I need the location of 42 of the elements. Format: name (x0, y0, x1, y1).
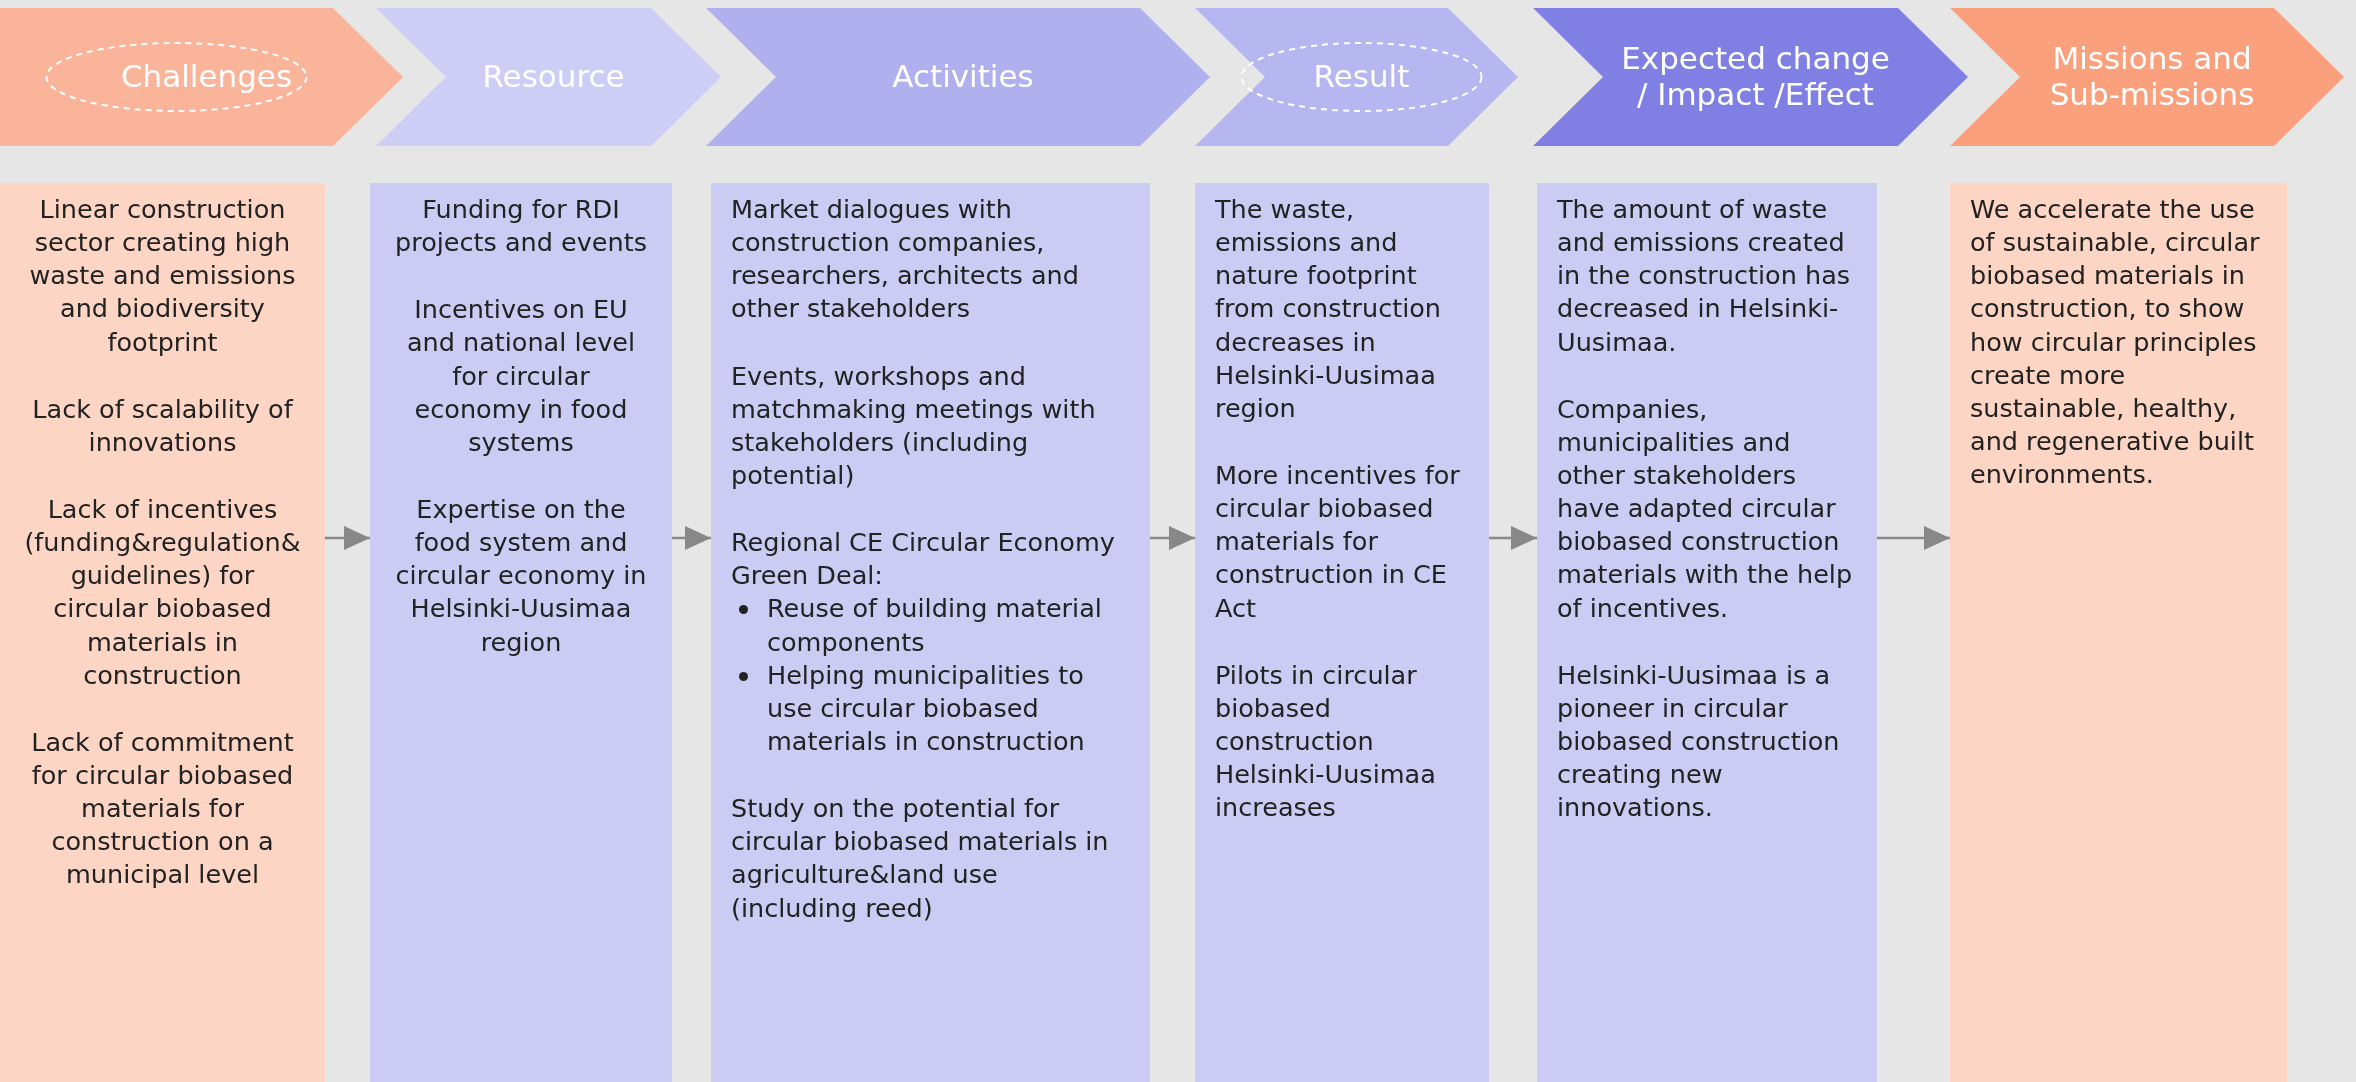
column-heading: Expected change / Impact /Effect (1620, 41, 1891, 113)
column-heading: Challenges (119, 59, 294, 95)
column-heading: Result (1312, 59, 1411, 95)
paragraph: Companies, municipalities and other stakeholders have adapted circular biobased construction materials with the help of incentives. (1557, 392, 1854, 625)
column-heading: Missions and Sub-missions (2048, 41, 2256, 113)
column-panel (1537, 183, 1877, 1082)
chevron-header (1533, 8, 1968, 146)
paragraph: Funding for RDI projects and events (394, 193, 648, 260)
paragraph: Linear construction sector creating high waste and emissions and biodiversity footprint (28, 193, 297, 359)
paragraph: The waste, emissions and nature footprint from construction decreases in Helsinki-Uusimaa region (1215, 193, 1443, 425)
chevron-header (0, 8, 403, 146)
paragraph: Expertise on the food system and circular economy in Helsinki-Uusimaa region (394, 493, 648, 659)
column-panel (1195, 183, 1489, 1082)
arrow (325, 526, 370, 550)
bullet-item: Reuse of building material components (767, 593, 1102, 657)
paragraph: More incentives for circular biobased materials for construction in CE Act (1215, 459, 1461, 625)
chevron-header (376, 8, 721, 146)
paragraph: Study on the potential for circular biobased materials in agriculture&land use (including reed) (731, 792, 1110, 925)
paragraph: Lack of scalability of innovations (31, 392, 295, 459)
paragraph: Regional CE Circular Economy Green Deal: (731, 526, 1116, 593)
bullet-item: Helping municipalities to use circular biobased materials in construction (767, 659, 1085, 756)
chevron-header (1195, 8, 1518, 146)
paragraph: Events, workshops and matchmaking meetings with stakeholders (including potential) (731, 359, 1097, 492)
column-panel (0, 183, 325, 1082)
chevron-header (706, 8, 1210, 146)
arrow (1150, 526, 1195, 550)
column-heading: Activities (891, 59, 1035, 95)
chevron-header (1950, 8, 2344, 146)
paragraph: Lack of commitment for circular biobased materials for construction on a municipal level (30, 725, 295, 892)
column-panel (1950, 183, 2287, 1082)
arrow (1877, 526, 1950, 550)
arrow (1489, 526, 1537, 550)
paragraph: Pilots in circular biobased construction Helsinki-Uusimaa increases (1215, 658, 1437, 825)
arrow (672, 526, 711, 550)
column-panel (370, 183, 672, 1082)
paragraph: The amount of waste and emissions created in the construction has decreased in Helsinki-Uusimaa. (1557, 193, 1852, 359)
paragraph: Lack of incentives (funding&regulation&guidelines) for circular biobased materials in construction (23, 493, 302, 692)
paragraph: Market dialogues with construction companies, researchers, architects and other stakeholders (731, 193, 1080, 326)
paragraph: We accelerate the use of sustainable, circular biobased materials in construction, to show how circular principles create more sustainable, healthy, and regenerative built environments. (1970, 193, 2261, 492)
paragraph: Helsinki-Uusimaa is a pioneer in circular biobased construction creating new innovations. (1557, 658, 1841, 825)
column-panel (711, 183, 1150, 1082)
paragraph: Incentives on EU and national level for circular economy in food systems (405, 293, 637, 459)
